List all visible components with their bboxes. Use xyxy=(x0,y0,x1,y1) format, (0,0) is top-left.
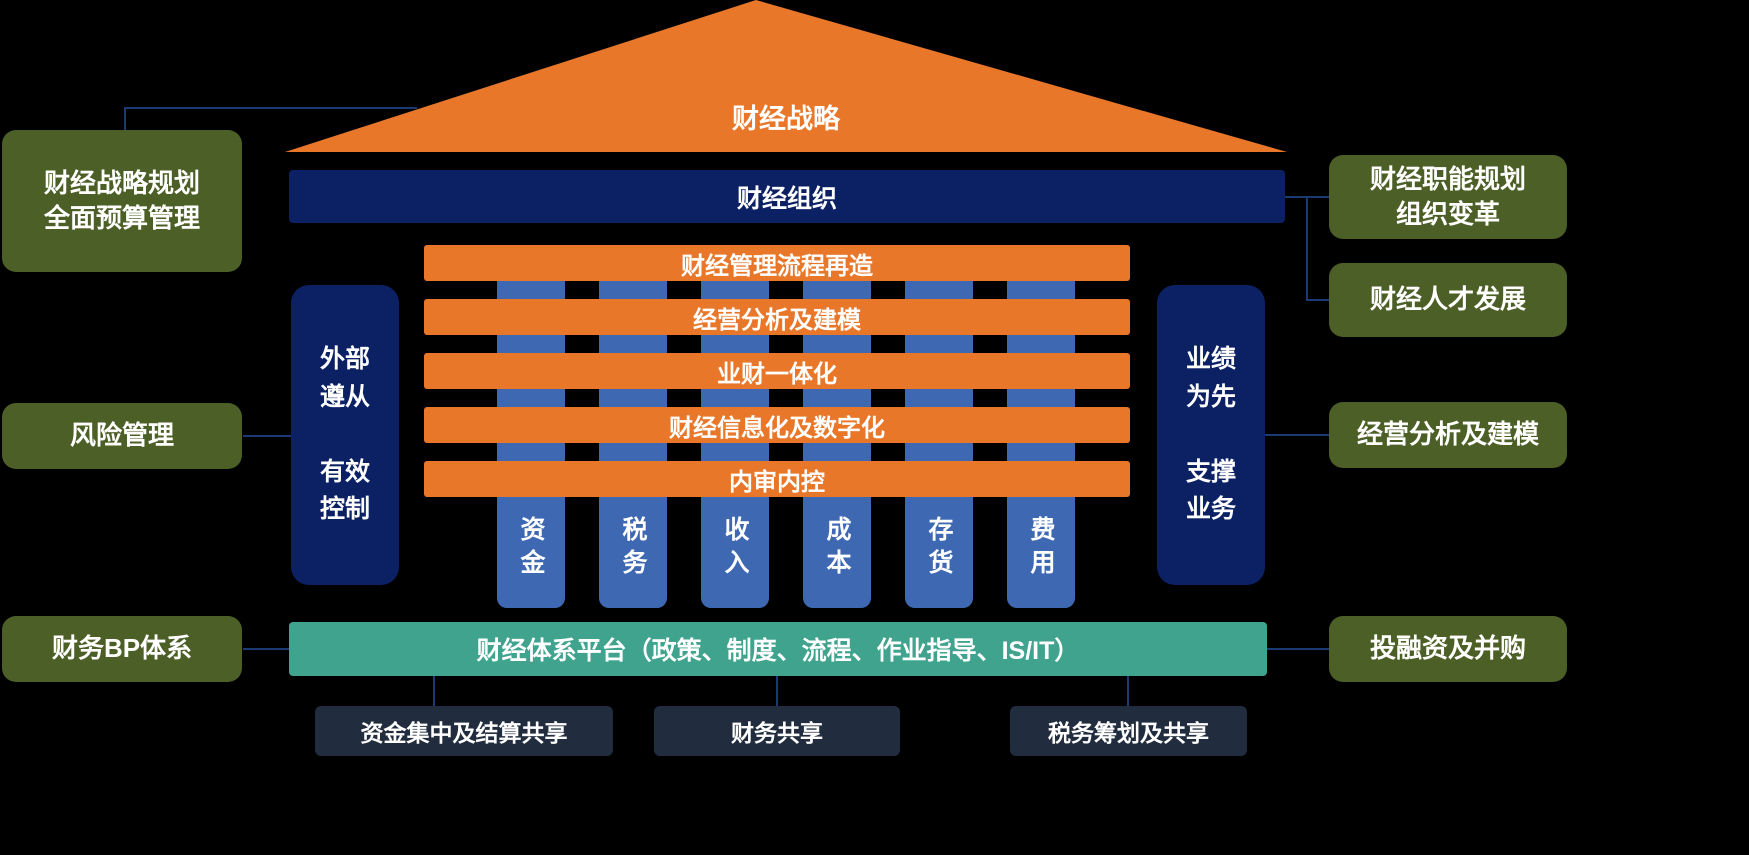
org-bar: 财经组织 xyxy=(289,170,1285,223)
pillar-label: 成本 xyxy=(823,516,851,582)
beam-process-reengineering: 财经管理流程再造 xyxy=(424,245,1130,281)
platform-bar: 财经体系平台（政策、制度、流程、作业指导、IS/IT） xyxy=(289,622,1267,676)
beam-business-finance-integration: 业财一体化 xyxy=(424,353,1130,389)
connector-line xyxy=(1267,648,1329,650)
right-box-investment-ma: 投融资及并购 xyxy=(1329,616,1567,682)
left-box-finance-bp: 财务BP体系 xyxy=(2,616,242,682)
connector-line xyxy=(433,676,435,706)
pillar-label: 存货 xyxy=(925,516,953,582)
pillar-label: 费用 xyxy=(1027,516,1055,582)
connector-line xyxy=(243,435,291,437)
right-box-talent-development: 财经人才发展 xyxy=(1329,263,1567,337)
connector-line xyxy=(1265,434,1329,436)
beam-internal-audit-control: 内审内控 xyxy=(424,461,1130,497)
connector-line xyxy=(776,676,778,706)
right-box-analysis-modeling: 经营分析及建模 xyxy=(1329,402,1567,468)
pillar-label: 资金 xyxy=(517,516,545,582)
left-box-strategy-budget: 财经战略规划 全面预算管理 xyxy=(2,130,242,272)
connector-line xyxy=(1306,196,1308,301)
right-side-pillar: 业绩 为先 支撑 业务 xyxy=(1157,285,1265,585)
connector-line xyxy=(1127,676,1129,706)
connector-line xyxy=(124,107,126,131)
beam-digitalization: 财经信息化及数字化 xyxy=(424,407,1130,443)
pillar-label: 收入 xyxy=(721,516,749,582)
left-side-pillar: 外部 遵从 有效 控制 xyxy=(291,285,399,585)
connector-line xyxy=(243,648,289,650)
bottom-box-tax-planning: 税务筹划及共享 xyxy=(1010,706,1247,756)
roof-label: 财经战略 xyxy=(732,103,840,134)
bottom-box-finance-sharing: 财务共享 xyxy=(654,706,900,756)
right-box-function-planning: 财经职能规划 组织变革 xyxy=(1329,155,1567,239)
connector-line xyxy=(124,107,417,109)
bottom-box-fund-settlement: 资金集中及结算共享 xyxy=(315,706,613,756)
pillar-label: 税务 xyxy=(619,516,647,582)
beam-analysis-modeling: 经营分析及建模 xyxy=(424,299,1130,335)
left-box-risk-management: 风险管理 xyxy=(2,403,242,469)
connector-line xyxy=(1306,299,1329,301)
